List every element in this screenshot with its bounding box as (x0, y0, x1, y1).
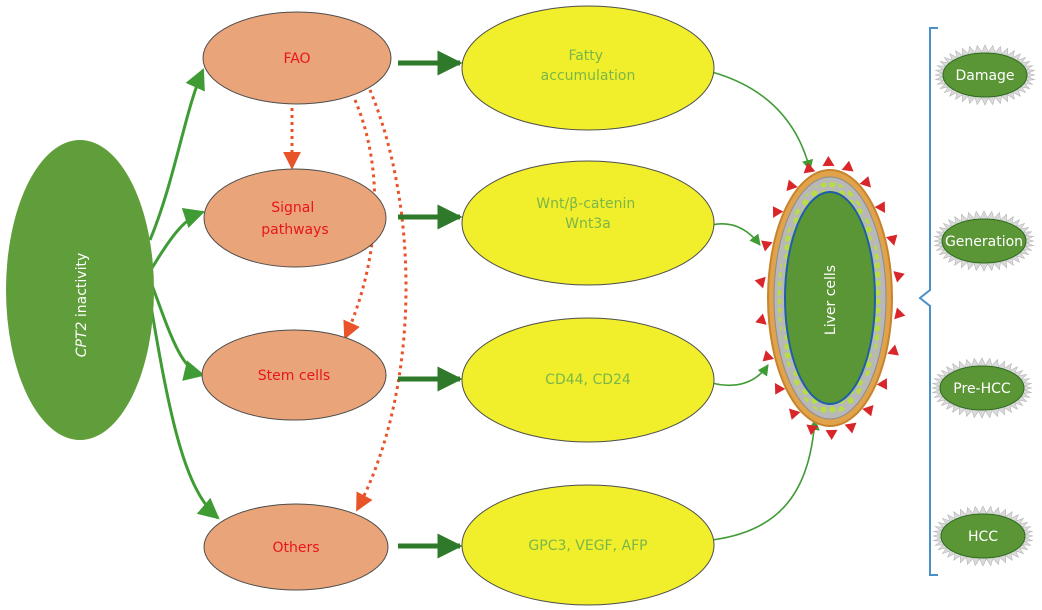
arrow-gpc3-liver (711, 418, 820, 541)
receptor-mark (755, 313, 767, 325)
outcome-prehcc: Pre-HCC (931, 357, 1033, 419)
mechanism-stem-ellipse (201, 329, 387, 421)
mechanism-others-ellipse (203, 503, 389, 591)
dashed-fao-stem (343, 99, 377, 340)
arrow-cd44-liver (711, 364, 769, 387)
receptor-mark (762, 350, 775, 362)
source-connectors (148, 68, 220, 520)
effect-gpc3: GPC3, VEGF, AFP (461, 484, 715, 606)
receptor-mark (788, 408, 801, 420)
source-node: CPT2 inactivity (6, 140, 154, 440)
receptor-mark (754, 276, 766, 289)
outcome-hcc-ellipse (940, 513, 1026, 559)
dashed-fao-others (355, 89, 408, 512)
liver-cell-nucleus (784, 191, 876, 405)
effect-wnt-ellipse (461, 160, 715, 286)
effect-fatty: Fatty accumulation (461, 5, 715, 131)
liver-cell-label: Liver cells (823, 265, 839, 335)
fao-dashed-arrows (283, 89, 408, 512)
outcome-prehcc-ellipse (939, 365, 1025, 411)
receptor-mark (876, 378, 888, 390)
outcome-damage-ellipse (942, 52, 1028, 98)
mechanism-others: Others (203, 503, 389, 591)
effect-wnt: Wnt/β-catenin Wnt3a (461, 160, 715, 286)
receptor-mark (822, 156, 835, 167)
mechanism-signal-label: Signal pathways (261, 200, 328, 238)
receptor-mark (806, 424, 819, 436)
receptor-mark (885, 234, 898, 246)
receptor-mark (803, 162, 816, 174)
connector-source-fao (148, 68, 205, 241)
source-ellipse (6, 140, 154, 440)
effect-fatty-label: Fatty accumulation (541, 48, 636, 84)
effect-wnt-label: Wnt/β-catenin Wnt3a (536, 196, 639, 232)
arrow-fatty-liver (711, 71, 813, 172)
receptor-mark (841, 160, 854, 172)
outcome-bracket (918, 27, 938, 576)
mechanism-fao-label: FAO (283, 51, 310, 67)
outcome-generation-label: Generation (945, 234, 1023, 250)
outcome-generation-ellipse (941, 218, 1027, 264)
effect-cd44: CD44, CD24 (461, 317, 715, 443)
receptor-mark (887, 344, 899, 356)
mechanism-signal-ellipse (203, 168, 387, 268)
mechanism-fao: FAO (202, 11, 392, 105)
outcome-prehcc-label: Pre-HCC (953, 381, 1011, 397)
mechanism-stem: Stem cells (201, 329, 387, 421)
connector-source-others (148, 299, 220, 520)
connector-source-signal (150, 208, 205, 269)
receptor-mark (774, 382, 786, 395)
receptor-mark (874, 201, 886, 214)
receptor-mark (862, 404, 874, 417)
effect-fatty-ellipse (461, 5, 715, 131)
mechanism-fao-ellipse (202, 11, 392, 105)
receptor-mark (786, 179, 798, 192)
receptor-mark (761, 240, 773, 252)
outcome-nodes: Damage Generation Pre-HCC HCC (931, 44, 1036, 567)
arrow-wnt-liver (711, 223, 761, 246)
mechanism-others-label: Others (272, 540, 319, 556)
outcome-generation: Generation (933, 210, 1035, 272)
effect-gpc3-ellipse (461, 484, 715, 606)
liver-cell-receptors (754, 156, 906, 440)
effect-gpc3-label: GPC3, VEGF, AFP (528, 538, 647, 554)
receptor-mark (844, 422, 857, 434)
mechanism-signal: Signal pathways (203, 168, 387, 268)
source-label: CPT2 inactivity (74, 253, 90, 358)
effect-cd44-label: CD44, CD24 (545, 372, 631, 388)
receptor-mark (893, 271, 905, 283)
mechanism-effect-arrows (398, 50, 463, 559)
receptor-mark (772, 206, 784, 218)
effect-cd44-ellipse (461, 317, 715, 443)
outcome-hcc: HCC (932, 505, 1034, 567)
effect-liver-arrows (711, 71, 820, 541)
mechanism-stem-label: Stem cells (258, 368, 330, 384)
outcome-damage-label: Damage (955, 68, 1014, 84)
effect-nodes: Fatty accumulation Wnt/β-catenin Wnt3a C… (461, 5, 715, 606)
mechanism-nodes: FAO Signal pathways Stem cells Others (201, 11, 392, 591)
connector-source-stem (150, 284, 206, 381)
liver-cell: Liver cells (754, 156, 906, 440)
receptor-mark (859, 176, 872, 188)
outcome-hcc-label: HCC (968, 529, 998, 545)
receptor-mark (825, 429, 838, 440)
outcome-damage: Damage (934, 44, 1036, 106)
receptor-mark (894, 307, 906, 320)
